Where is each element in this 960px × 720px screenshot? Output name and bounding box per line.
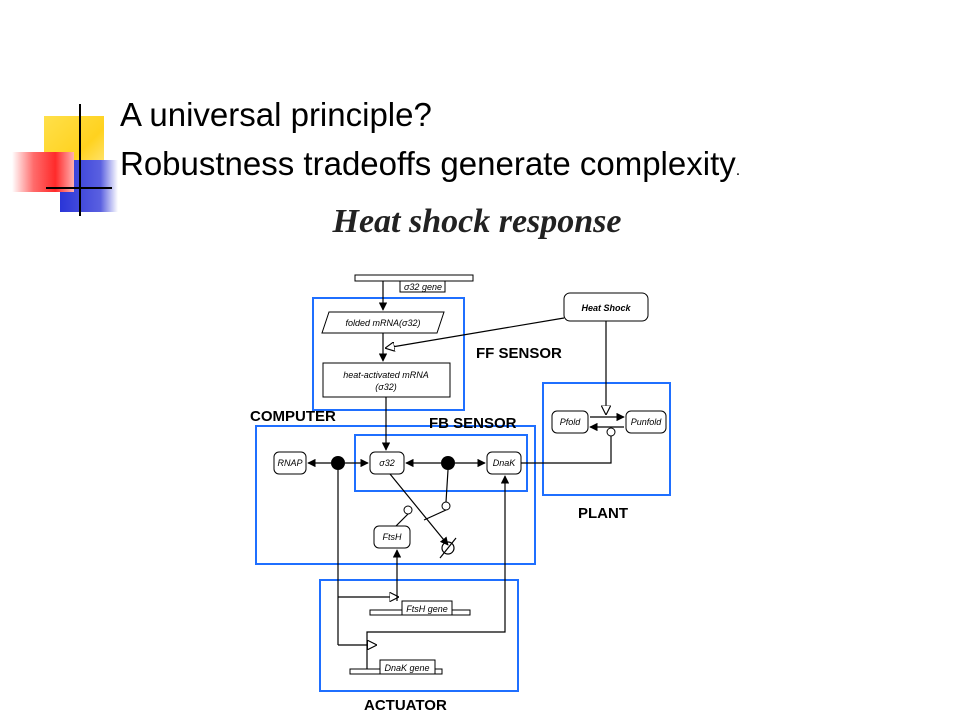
edge-complex-down [445,469,449,503]
rnap-label: RNAP [277,458,302,468]
title-line-2: Robustness tradeoffs generate complexity… [120,145,740,183]
decor-vertical-line [79,104,81,216]
ftsh-catalysis-node [403,505,413,515]
subtitle-text: Heat shock response [332,203,622,240]
label-ff-sensor: FF SENSOR [476,345,562,362]
plant-catalysis-node [606,427,616,437]
sigma32-gene-label: σ32 gene [404,282,442,292]
edge-dnak-cat-to-path [423,509,447,521]
ftsh-gene-label: FtsH gene [406,604,448,614]
label-fb-sensor: FB SENSOR [429,415,517,432]
folded-mrna-node [321,311,445,334]
decor-horizontal-line [46,187,112,189]
dnak-gene-box [379,659,436,675]
heat-activated-mrna-label-1: heat-activated mRNA [343,370,429,380]
heat-activated-mrna-label-2: (σ32) [375,382,396,392]
label-computer: COMPUTER [250,408,336,425]
subtitle: Heat shock response [0,203,960,241]
complex-sigma32-dnak [441,456,455,470]
heat-activated-mrna-node [322,362,451,398]
sigma32-label: σ32 [379,458,394,468]
region-actuator [319,579,519,692]
pfold-label: Pfold [560,417,582,427]
region-ff-sensor [312,297,465,411]
punfold-node [625,410,667,434]
punfold-label: Punfold [631,417,663,427]
degradation-slash [439,537,457,559]
edge-ftsh-to-degradation [395,513,409,527]
title-line-1: A universal principle? [120,96,432,133]
ftsh-node [373,525,411,549]
pfold-node [551,410,589,434]
dnak-gene-label: DnaK gene [384,663,429,673]
sigma32-gene-bar [354,274,474,282]
dnak-label: DnaK [493,458,517,468]
edge-dnak-to-plant [521,436,612,464]
rnap-node [273,451,307,475]
edge-sigma32-to-degradation [389,473,449,546]
title-line-2-suffix: . [735,162,741,179]
edge-dnak-gene-to-dnak [366,475,510,669]
folded-mrna-label: folded mRNA(σ32) [346,318,421,328]
complex-rnap-sigma32 [331,456,345,470]
heat-shock-label: Heat Shock [581,303,631,313]
dnak-catalysis-node [441,501,451,511]
label-plant: PLANT [578,505,628,522]
degradation-node [441,541,455,555]
label-actuator: ACTUATOR [364,697,447,714]
ftsh-label: FtsH [383,532,402,542]
sigma32-gene-box [399,280,446,293]
decor-red-square [12,152,74,192]
region-computer [255,425,536,565]
ftsh-gene-box [401,600,453,616]
title-line-2-text: Robustness tradeoffs generate complexity [120,145,736,182]
edge-heatshock-to-mrna [386,317,565,348]
sigma32-node [369,451,405,475]
